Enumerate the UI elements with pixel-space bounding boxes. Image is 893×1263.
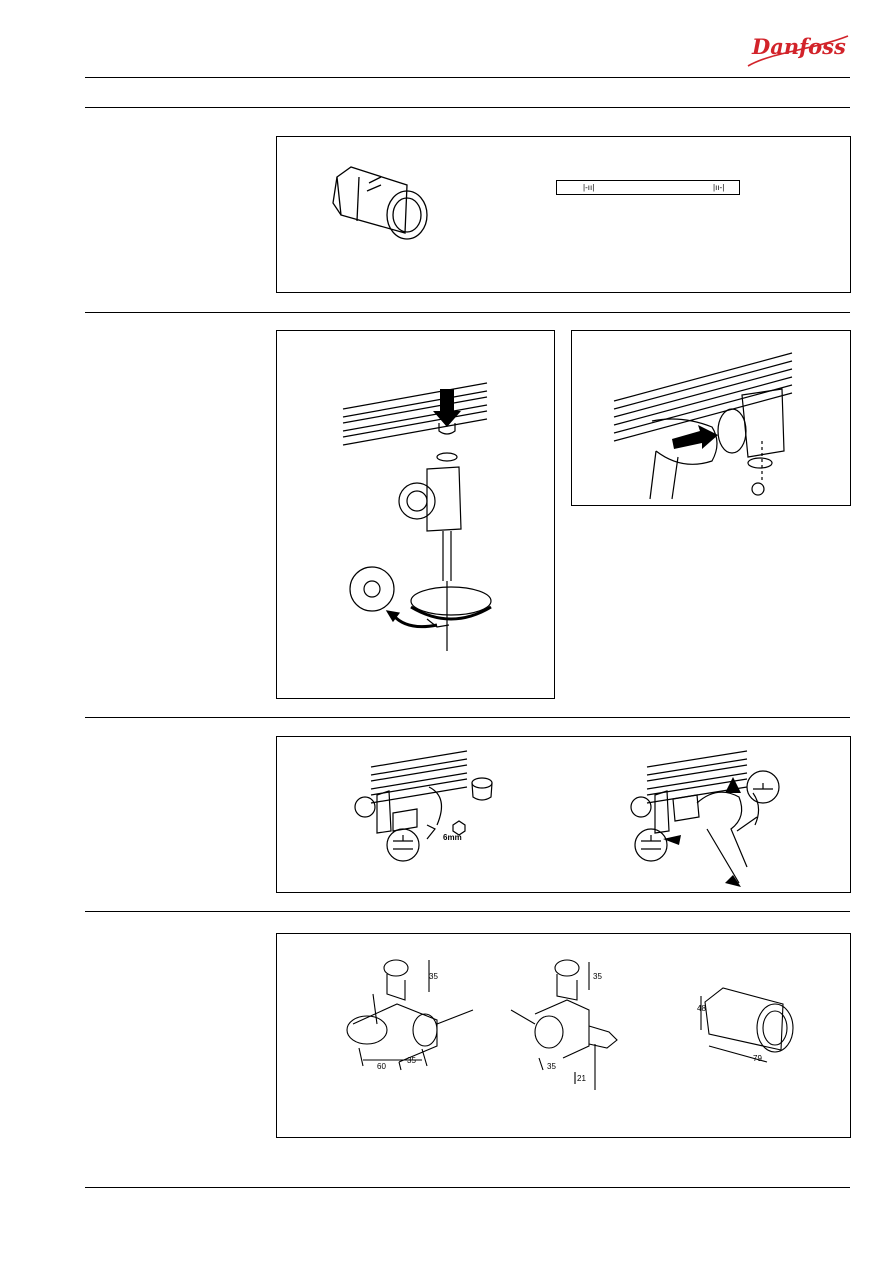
dim-valve2-height: 35	[593, 972, 602, 981]
section-divider-3	[85, 717, 850, 718]
hex-key-icon	[452, 820, 466, 836]
dim-valve1-height: 35	[429, 972, 438, 981]
footer-rule	[85, 1187, 850, 1188]
dim-valve1-depth: 35	[407, 1056, 416, 1065]
thermostatic-head-icon	[332, 166, 428, 240]
section3-figure-box: 6mm	[276, 736, 851, 893]
hex-key-size-label: 6mm	[443, 833, 462, 842]
section-divider-2	[85, 312, 850, 313]
dimension-drawings	[346, 959, 794, 1090]
section2-figure-right	[571, 330, 851, 506]
section1-figure-box	[276, 136, 851, 293]
section4-dimensions-box: 35 60 35 35 35 21 48 79	[276, 933, 851, 1138]
valve-mounting-illustration	[342, 382, 492, 651]
header-rule-top	[85, 77, 850, 78]
scale-left-mark: |-ıı|	[583, 183, 595, 192]
brand-text: Danfoss	[751, 34, 846, 59]
dim-head-diameter: 48	[697, 1004, 706, 1013]
push-arrow-icon	[672, 425, 718, 449]
temperature-scale: |-ıı| |ıı-|	[556, 180, 740, 195]
down-arrow-icon	[433, 389, 461, 427]
wrench-arrows-icon	[663, 777, 741, 887]
danfoss-logo: Danfoss	[747, 34, 849, 67]
section2-figure-left	[276, 330, 555, 699]
dim-head-length: 79	[753, 1054, 762, 1063]
scale-right-mark: |ıı-|	[713, 183, 725, 192]
hand-mounting-illustration	[613, 352, 793, 500]
dim-valve1-width: 60	[377, 1062, 386, 1071]
dim-valve2-width: 35	[547, 1062, 556, 1071]
header-rule-bottom	[85, 107, 850, 108]
presetting-illustration	[354, 750, 780, 887]
dim-valve2-offset: 21	[577, 1074, 586, 1083]
section-divider-4	[85, 911, 850, 912]
